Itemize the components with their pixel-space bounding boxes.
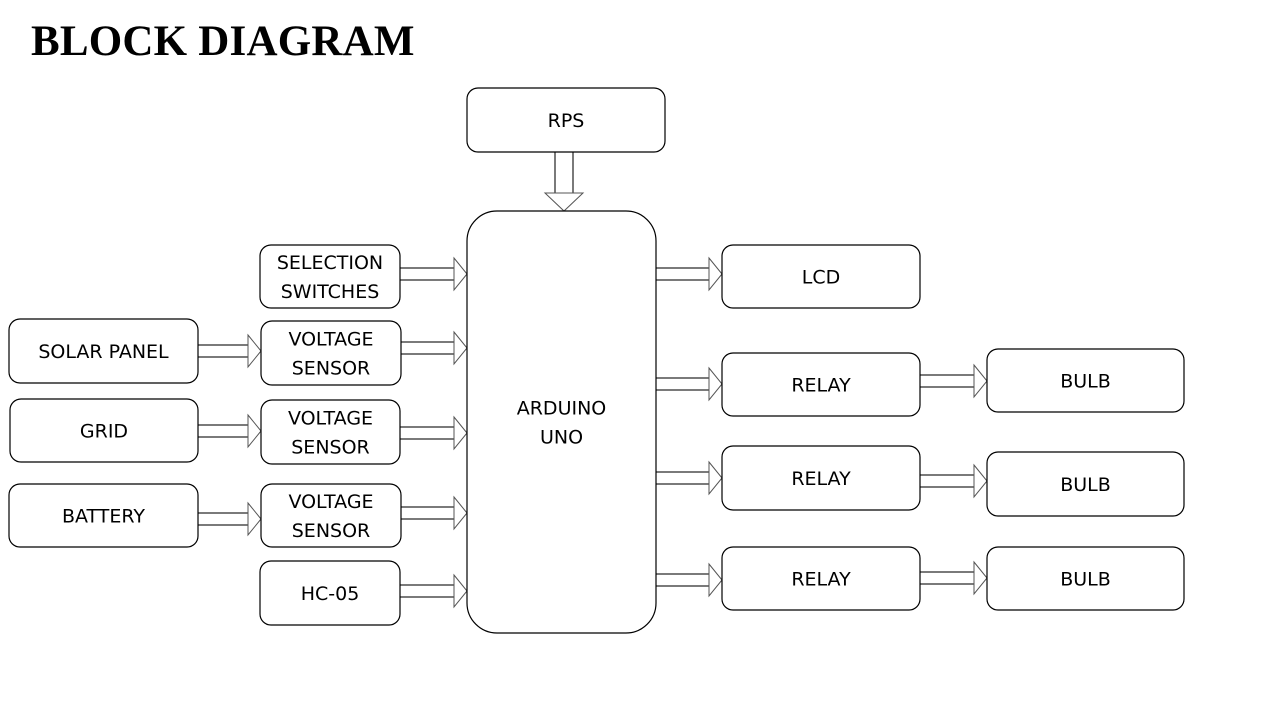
- lcd-label-line: LCD: [802, 267, 840, 289]
- arrow-arduino-to-relay-2: [656, 460, 723, 496]
- bulb-1-label-line: BULB: [1060, 371, 1111, 393]
- arrow-relay-3-to-bulb-3: [920, 560, 988, 596]
- voltage-sensor-1-label-line: SENSOR: [292, 358, 371, 380]
- arrow-arduino-to-relay-1: [656, 366, 723, 402]
- relay-2-label-line: RELAY: [791, 468, 851, 490]
- rps-block: RPS: [466, 87, 666, 153]
- relay-1-label-line: RELAY: [791, 375, 851, 397]
- arrow-arduino-to-relay-3: [656, 562, 723, 598]
- arrow-battery-to-voltage-sensor-3: [198, 501, 262, 537]
- arduino-uno-block: ARDUINO UNO: [466, 210, 657, 634]
- selection-switches-label-line: SELECTION: [277, 252, 383, 274]
- relay-3-label-line: RELAY: [791, 569, 851, 591]
- arrow-hc05-to-arduino: [400, 573, 468, 609]
- arrow-selection-switches-to-arduino: [400, 256, 468, 292]
- selection-switches-label-line: SWITCHES: [281, 281, 380, 303]
- voltage-sensor-3-label-line: VOLTAGE: [288, 491, 373, 513]
- grid-block: GRID: [9, 398, 199, 463]
- bulb-1-block: BULB: [986, 348, 1185, 413]
- bulb-2-block: BULB: [986, 451, 1185, 517]
- rps-label-line: RPS: [548, 110, 585, 132]
- solar-panel-block: SOLAR PANEL: [8, 318, 199, 384]
- arrow-grid-to-voltage-sensor-2: [198, 413, 262, 449]
- voltage-sensor-2-block: VOLTAGE SENSOR: [260, 399, 401, 465]
- relay-1-block: RELAY: [721, 352, 921, 417]
- arrow-voltage-sensor-2-to-arduino: [400, 415, 468, 451]
- bulb-3-block: BULB: [986, 546, 1185, 611]
- bulb-3-label-line: BULB: [1060, 569, 1111, 591]
- battery-block: BATTERY: [8, 483, 199, 548]
- arduino-label-line: UNO: [540, 427, 583, 449]
- relay-3-block: RELAY: [721, 546, 921, 611]
- arrow-solar-panel-to-voltage-sensor-1: [198, 333, 262, 369]
- arrow-arduino-to-lcd: [656, 256, 723, 292]
- hc05-label-line: HC-05: [301, 583, 360, 605]
- voltage-sensor-2-label-line: SENSOR: [291, 437, 370, 459]
- arrow-voltage-sensor-1-to-arduino: [401, 330, 468, 366]
- arrows-layer: [198, 152, 988, 609]
- selection-switches-block: SELECTION SWITCHES: [259, 244, 401, 309]
- arrow-rps-to-arduino: [543, 152, 585, 212]
- grid-label-line: GRID: [80, 421, 128, 443]
- arrow-relay-2-to-bulb-2: [920, 463, 988, 499]
- arduino-label-line: ARDUINO: [517, 398, 607, 420]
- voltage-sensor-3-block: VOLTAGE SENSOR: [260, 483, 402, 548]
- voltage-sensor-2-label-line: VOLTAGE: [288, 408, 373, 430]
- lcd-block: LCD: [721, 244, 921, 309]
- hc05-block: HC-05: [259, 560, 401, 626]
- voltage-sensor-3-label-line: SENSOR: [292, 520, 371, 542]
- arrow-voltage-sensor-3-to-arduino: [401, 495, 468, 531]
- bulb-2-label-line: BULB: [1060, 474, 1111, 496]
- solar-panel-label-line: SOLAR PANEL: [38, 341, 169, 363]
- relay-2-block: RELAY: [721, 445, 921, 511]
- diagram-title: BLOCK DIAGRAM: [31, 18, 415, 65]
- arrow-relay-1-to-bulb-1: [920, 363, 988, 399]
- battery-label-line: BATTERY: [62, 506, 145, 528]
- voltage-sensor-1-label-line: VOLTAGE: [288, 329, 373, 351]
- voltage-sensor-1-block: VOLTAGE SENSOR: [260, 320, 402, 386]
